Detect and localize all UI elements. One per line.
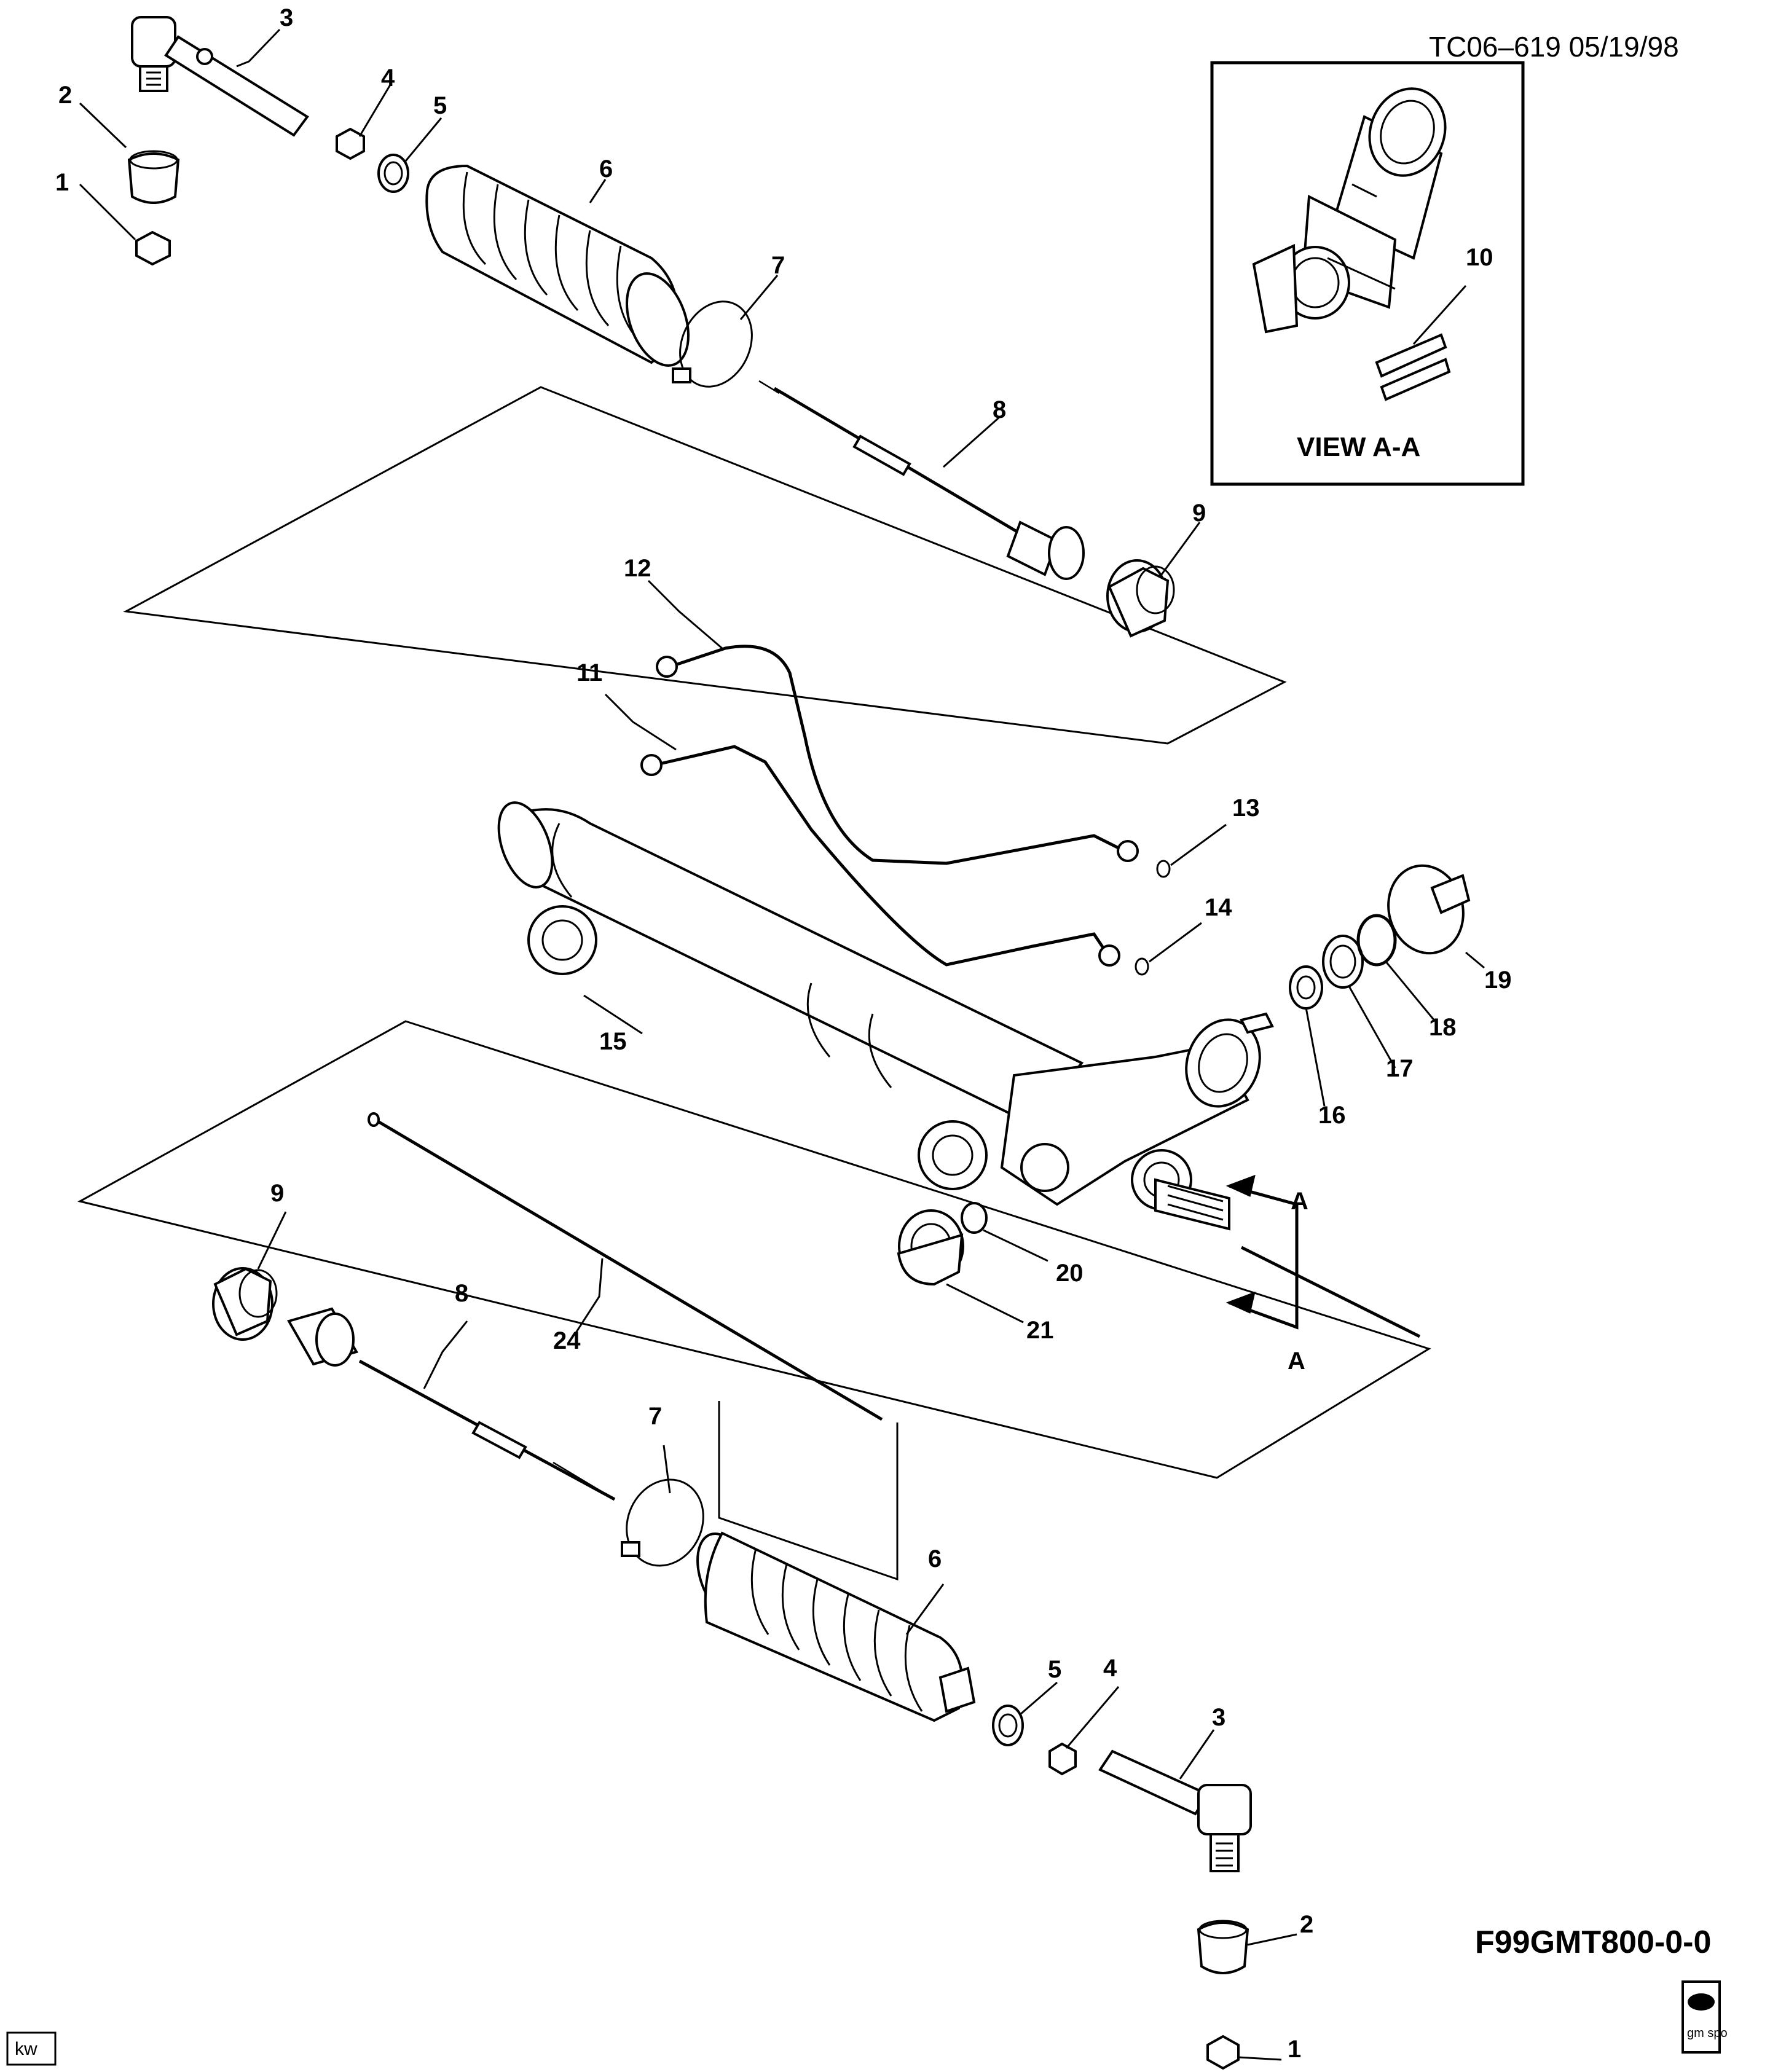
boot-clamp-upper [672,300,753,388]
seal-17 [1322,935,1364,989]
initials: kw [15,2039,37,2059]
figure-code: F99GMT800-0-0 [1475,1925,1711,1960]
callout-9-bottom: 9 [270,1180,284,1207]
lower-assembly-bracket [77,1020,1431,1479]
initials-box: kw [6,2031,57,2066]
callout-14: 14 [1205,894,1232,921]
inset-title: VIEW A-A [1297,432,1420,462]
callout-7-top: 7 [771,252,785,279]
jam-nut-lower [1048,1742,1077,1776]
rack-boot-upper [425,164,690,367]
callout-6-bottom: 6 [928,1545,942,1572]
hex-nut-upper [135,230,171,266]
rack-boot-lower [696,1531,976,1722]
section-marker-bottom: A [1288,1348,1305,1375]
upper-assembly-bracket [123,386,1287,745]
bearing-16 [1289,965,1323,1010]
retainer-clip-10 [1375,333,1451,401]
callout-5-bottom: 5 [1048,1656,1061,1683]
section-a-a-arrows: A A [1225,1174,1421,1375]
callout-15: 15 [599,1028,627,1055]
callout-5-top: 5 [433,92,447,119]
valve-body [1000,1012,1274,1231]
rack-24 [368,1112,883,1421]
drawing-id: TC06–619 05/19/98 [1429,31,1679,63]
ball-stud-boot-lower [1197,1920,1249,1974]
boot-clamp-lower [621,1478,704,1567]
clamp-lower [992,1705,1024,1746]
clamp-upper [377,154,409,193]
callout-1-bottom: 1 [1288,2036,1301,2063]
seal-20 [961,1202,988,1234]
pressure-line-12 [656,645,1139,865]
leader-lines [79,28,1485,2061]
callout-11: 11 [576,659,602,686]
o-ring-13 [1156,860,1171,878]
callout-17: 17 [1386,1055,1414,1082]
callout-19: 19 [1484,967,1512,994]
outer-tie-rod-end-upper [131,16,309,137]
adjuster-plug-21 [897,1209,964,1286]
rack-bushing-lower [212,1267,278,1341]
callout-1-top: 1 [55,169,69,196]
callout-8-bottom: 8 [455,1280,468,1307]
inset-frame [1210,61,1525,486]
section-marker-top: A [1291,1188,1308,1215]
callout-7-bottom: 7 [648,1403,662,1430]
inner-tie-rod-lower [286,1307,616,1501]
callout-2-top: 2 [58,82,72,109]
callout-24: 24 [553,1327,581,1354]
callout-21: 21 [1026,1317,1054,1344]
o-ring-14 [1135,957,1149,976]
pressure-line-11 [640,745,1120,967]
callout-16: 16 [1318,1102,1346,1129]
ball-stud-boot-upper [127,150,180,204]
callout-20: 20 [1056,1260,1084,1287]
logo-text: gm spo [1687,2027,1728,2040]
callout-3-bottom: 3 [1212,1704,1225,1731]
callout-4-bottom: 4 [1103,1655,1117,1682]
callout-18: 18 [1429,1014,1457,1041]
rack-housing [497,801,1084,1190]
callout-13: 13 [1232,795,1260,822]
hex-nut-lower [1206,2035,1240,2070]
callout-4-top: 4 [381,65,395,92]
valve-housing-drawing [1252,87,1447,334]
callout-8-top: 8 [993,396,1006,423]
dust-cap-19 [1387,864,1471,955]
rack-bushing-upper [1106,559,1175,638]
outer-tie-rod-end-lower [1098,1749,1252,1872]
callout-2-bottom: 2 [1300,1911,1313,1938]
callout-12: 12 [624,555,651,582]
callout-labels: 3 2 1 4 5 6 7 8 9 12 11 13 14 15 19 18 1… [55,4,1512,2063]
inset-view-a-a: 10 VIEW A-A [1210,61,1525,486]
callout-3-top: 3 [280,4,293,31]
callout-9-top: 9 [1192,500,1206,527]
boot-bracket [718,1401,899,1581]
inner-tie-rod-upper [758,380,1085,580]
callout-6-top: 6 [599,155,613,182]
gm-spo-logo: gm spo [1682,1980,1728,2054]
jam-nut-upper [336,127,365,160]
retaining-ring-18 [1356,914,1397,967]
callout-10: 10 [1466,244,1493,271]
